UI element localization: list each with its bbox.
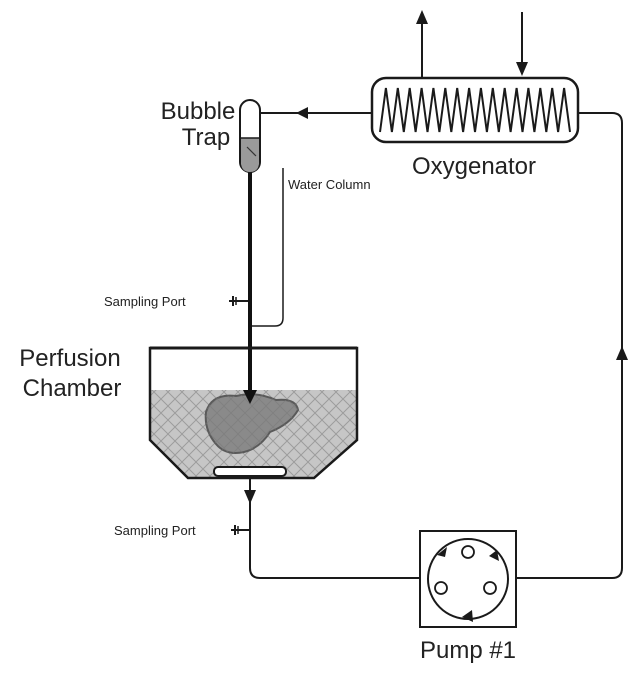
- sampling-port-upper-label: Sampling Port: [104, 294, 186, 309]
- gas-in-arrow: [516, 12, 528, 76]
- pump-label: Pump #1: [420, 637, 516, 664]
- bubble-trap-label-line1: Bubble: [161, 98, 236, 125]
- perfusion-chamber-label-line2: Chamber: [23, 375, 122, 402]
- sampling-port-lower-label: Sampling Port: [114, 523, 196, 538]
- bubble-trap-label-line2: Trap: [182, 124, 230, 151]
- liver-icon: [204, 393, 300, 454]
- water-column-line: [252, 168, 284, 327]
- gas-out-arrow: [416, 10, 428, 78]
- tube-oxygenator-to-trap: [260, 107, 372, 119]
- chamber-inlet-arrow: [243, 390, 257, 404]
- tube-chamber-to-pump: [244, 478, 420, 579]
- oxygenator-label: Oxygenator: [412, 153, 536, 180]
- sampling-port-lower-valve-icon: [231, 525, 250, 535]
- peristaltic-pump-icon: [419, 530, 517, 628]
- tube-pump-to-oxygenator: [516, 112, 628, 579]
- water-column-label: Water Column: [288, 177, 371, 192]
- sampling-port-upper-valve-icon: [229, 296, 248, 306]
- perfusion-chamber-label-line1: Perfusion: [19, 345, 120, 372]
- bubble-trap-icon: [239, 99, 261, 173]
- oxygenator-coil-icon: [370, 76, 580, 144]
